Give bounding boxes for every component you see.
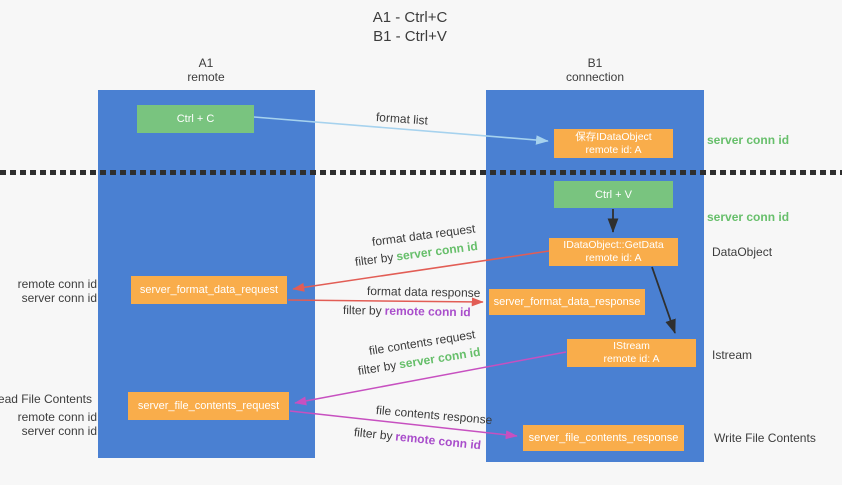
lifeline-header-b1: B1 connection: [535, 56, 655, 84]
title-line-2: B1 - Ctrl+V: [373, 28, 447, 45]
lifeline-a1-role: remote: [187, 70, 225, 84]
lifeline-b1-name: B1: [587, 56, 603, 70]
node-istream-line1: IStream: [613, 340, 650, 352]
diagram-title: A1 - Ctrl+C B1 - Ctrl+V: [320, 8, 500, 46]
node-idataobject-getdata: IDataObject::GetData remote id: A: [549, 238, 678, 266]
node-format-request-label: server_format_data_request: [139, 284, 279, 296]
side-label-conn-ids-file: remote conn id server conn id: [18, 410, 97, 438]
side-label-istream: Istream: [712, 348, 753, 362]
node-istream: IStream remote id: A: [567, 339, 696, 367]
side-label-dataobject: DataObject: [712, 245, 773, 259]
side-label-write-file-contents: Write File Contents: [714, 431, 816, 445]
node-save-idataobject: 保存IDataObject remote id: A: [554, 129, 673, 158]
label-file-contents-response: file contents response: [375, 403, 493, 428]
side-label-server-conn-id-2: server conn id: [21, 424, 97, 438]
side-label-server-conn-id-top: server conn id: [707, 133, 790, 147]
node-getdata-line2: remote id: A: [585, 252, 642, 264]
lifeline-b1-role: connection: [565, 70, 625, 84]
side-label-read-file-contents: Read File Contents: [0, 392, 92, 406]
label-format-list: format list: [375, 110, 429, 128]
node-ctrl-c-label: Ctrl + C: [176, 113, 215, 125]
node-save-idataobject-line2: remote id: A: [585, 143, 642, 156]
node-ctrl-c: Ctrl + C: [137, 105, 254, 133]
node-ctrl-v: Ctrl + V: [554, 181, 673, 208]
lifeline-a1-name: A1: [198, 56, 214, 70]
node-format-response-label: server_format_data_response: [493, 296, 641, 308]
node-server-format-data-request: server_format_data_request: [131, 276, 287, 304]
side-label-remote-conn-id-2: remote conn id: [17, 410, 97, 424]
phase-divider-dotted-line: [0, 170, 842, 175]
node-ctrl-v-label: Ctrl + V: [595, 188, 632, 201]
side-label-server-conn-id-1: server conn id: [21, 291, 97, 305]
node-server-file-contents-response: server_file_contents_response: [523, 425, 684, 451]
node-getdata-line1: IDataObject::GetData: [563, 239, 664, 251]
lifeline-header-a1: A1 remote: [146, 56, 266, 84]
node-file-request-label: server_file_contents_request: [137, 400, 280, 412]
side-label-server-conn-id-mid: server conn id: [707, 210, 790, 224]
node-server-file-contents-request: server_file_contents_request: [128, 392, 289, 420]
side-label-conn-ids-format: remote conn id server conn id: [18, 277, 97, 305]
title-line-1: A1 - Ctrl+C: [372, 9, 448, 26]
side-label-remote-conn-id-1: remote conn id: [17, 277, 97, 291]
node-save-idataobject-line1: 保存IDataObject: [575, 130, 652, 143]
label-format-data-response: format data response: [366, 284, 481, 300]
node-server-format-data-response: server_format_data_response: [489, 289, 645, 315]
arrow-format-data-response: [287, 297, 484, 307]
node-file-response-label: server_file_contents_response: [528, 432, 679, 444]
node-istream-line2: remote id: A: [603, 353, 660, 365]
